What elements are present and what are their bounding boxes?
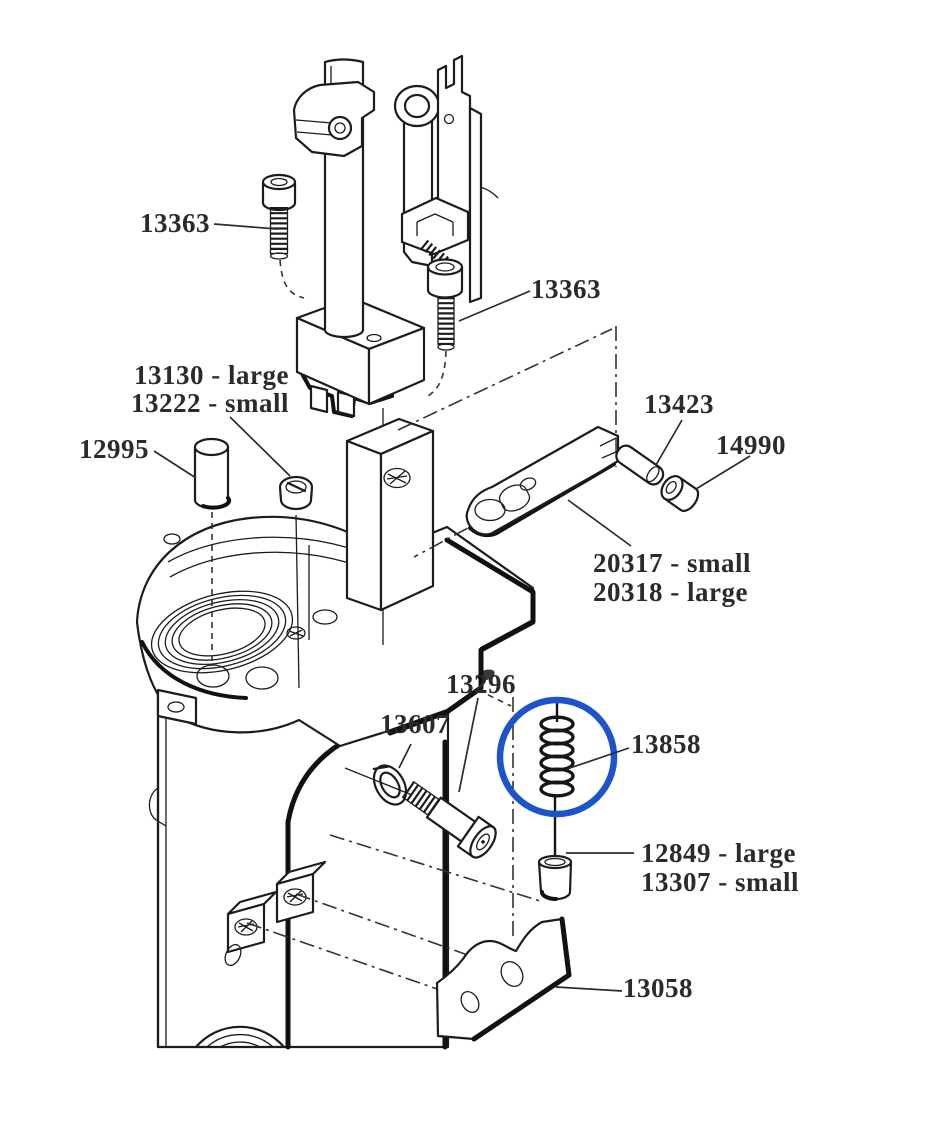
part-label-13858: 13858: [631, 729, 701, 759]
part-label-12995: 12995: [79, 434, 149, 464]
column-block: [345, 417, 435, 612]
part-label-13307-small: 13307 - small: [641, 867, 799, 897]
part-label-13423: 13423: [644, 389, 714, 419]
part-label-13296: 13296: [446, 669, 516, 699]
arm-slot: [498, 484, 531, 512]
bracket-hole: [460, 991, 480, 1013]
bolt-13296: [401, 780, 497, 859]
flange-ear: [156, 688, 198, 726]
flange-hole: [196, 664, 230, 688]
highlight-circle: [496, 696, 618, 818]
part-label-13363-left: 13363: [140, 208, 210, 238]
clamp-collar: [292, 80, 376, 158]
pin-12849: [537, 795, 573, 901]
washer-13607: [344, 764, 413, 806]
part-label-20317-small: 20317 - small: [593, 548, 751, 578]
pin-13423: [615, 444, 665, 486]
press-body: [135, 515, 536, 748]
part-label-14990: 14990: [716, 430, 786, 460]
frame-column: [148, 688, 450, 1050]
cap-14990: [660, 475, 700, 513]
threaded-bore: [150, 590, 294, 674]
column-threaded-hole: [383, 467, 411, 489]
spring-13858: [539, 699, 575, 798]
screw-seat-hole: [286, 626, 306, 640]
part-label-13058: 13058: [623, 973, 693, 1003]
part-label-20318-large: 20318 - large: [593, 577, 748, 607]
part-label-13363-right: 13363: [531, 274, 601, 304]
part-label-13130-large: 13130 - large: [134, 360, 289, 390]
part-label-12849-large: 12849 - large: [641, 838, 796, 868]
frame-small-hole: [224, 943, 242, 967]
screw-axis: [295, 514, 300, 689]
pin-12995: [193, 437, 232, 510]
link-arm-20317: [465, 425, 620, 538]
threaded-boss-left: [226, 890, 278, 954]
screw-13363-left: [261, 173, 305, 299]
right-bracket: [436, 54, 483, 304]
part-label-13607: 13607: [380, 709, 450, 739]
bracket-13058: [435, 916, 572, 1042]
screw-13130: [278, 475, 314, 511]
leader-lines: [153, 223, 751, 992]
screw-13363-right: [426, 258, 464, 397]
flange-hole: [245, 666, 279, 690]
clamp-screw: [327, 115, 353, 141]
frame-oval-opening: [194, 1025, 286, 1049]
part-label-13222-small: 13222 - small: [131, 388, 289, 418]
bracket-hole: [500, 961, 524, 987]
arm-small-hole: [519, 477, 537, 491]
rod-clamp: [400, 196, 470, 267]
